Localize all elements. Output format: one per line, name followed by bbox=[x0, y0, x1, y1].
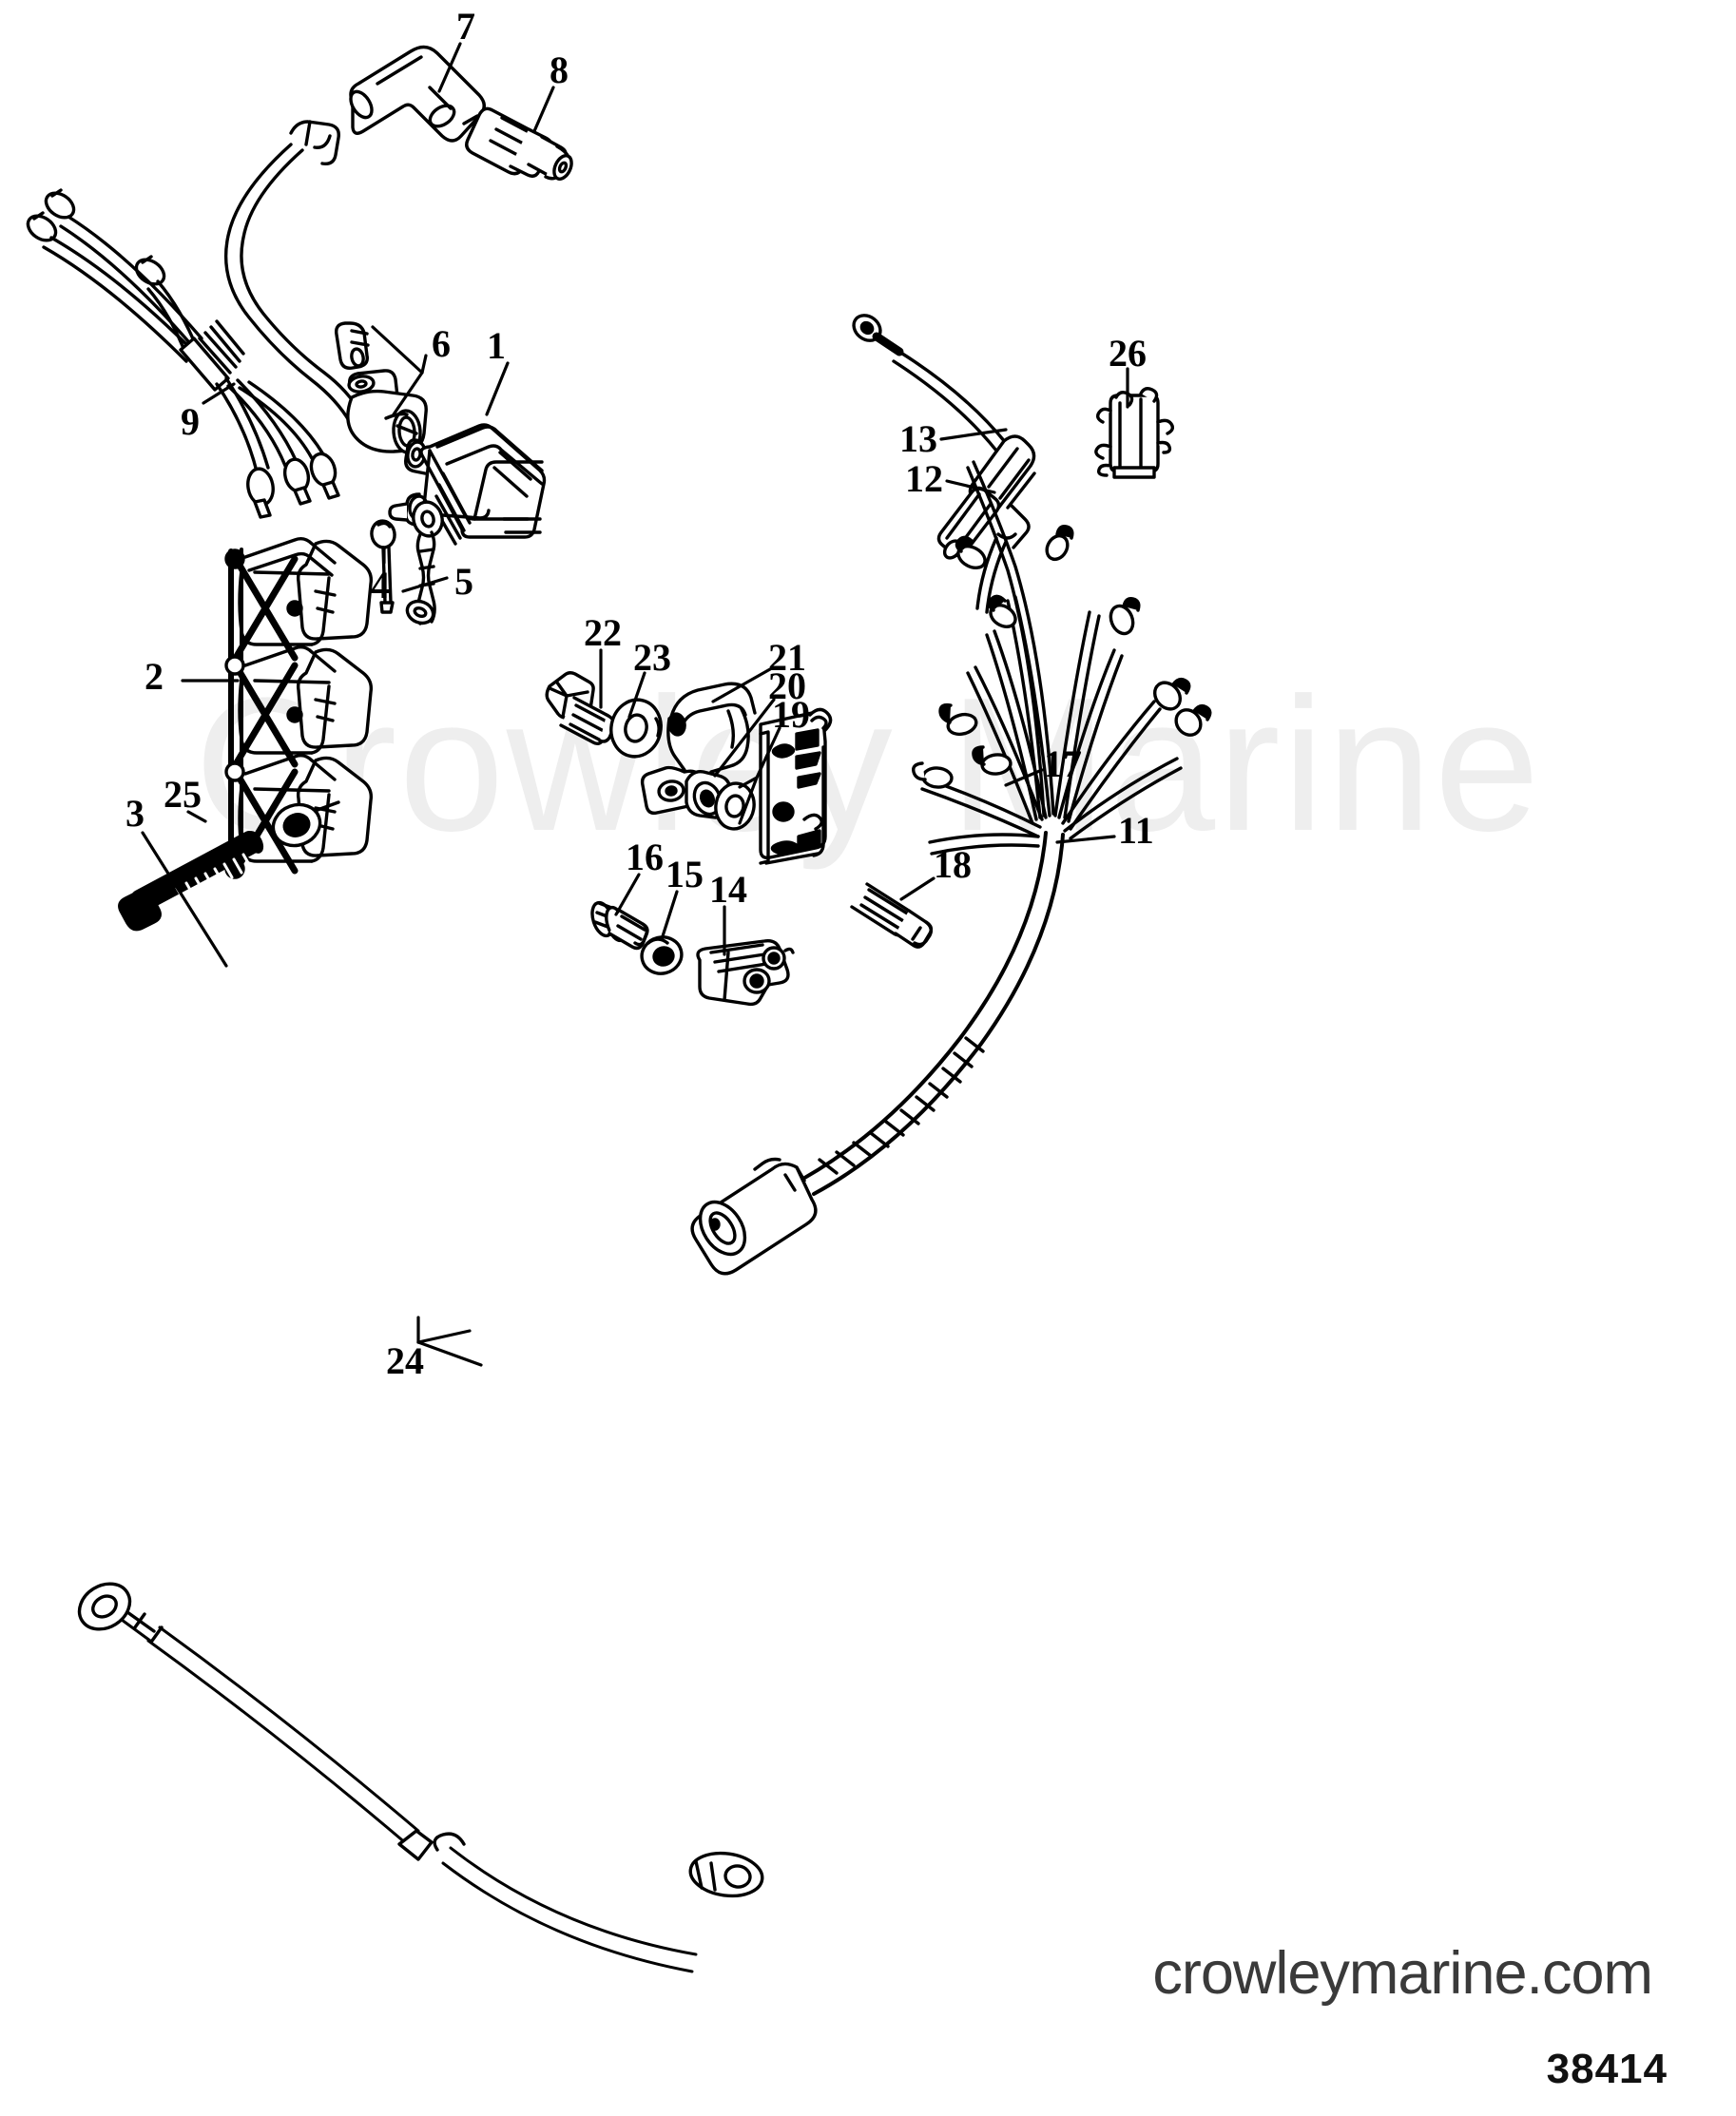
callout-18[interactable]: 18 bbox=[934, 843, 972, 886]
callout-17[interactable]: 17 bbox=[1044, 742, 1082, 785]
callout-24[interactable]: 24 bbox=[386, 1339, 424, 1382]
callout-20[interactable]: 20 bbox=[768, 664, 806, 707]
callout-2[interactable]: 2 bbox=[145, 655, 164, 698]
callout-1[interactable]: 1 bbox=[487, 324, 506, 367]
callout-21[interactable]: 21 bbox=[768, 636, 806, 679]
callout-22[interactable]: 22 bbox=[584, 611, 622, 654]
part-hex-bolt bbox=[545, 671, 617, 746]
part-spark-plug-wire bbox=[223, 120, 370, 424]
callout-9[interactable]: 9 bbox=[181, 400, 200, 443]
part-flat-washer-large bbox=[609, 698, 663, 759]
part-screw-small bbox=[590, 900, 649, 951]
leader-lines bbox=[141, 42, 1129, 1367]
callout-5[interactable]: 5 bbox=[454, 560, 473, 603]
callout-6[interactable]: 6 bbox=[432, 322, 451, 365]
callout-25[interactable]: 25 bbox=[164, 773, 202, 816]
part-cable-clamp-block bbox=[696, 938, 795, 1007]
callout-4[interactable]: 4 bbox=[371, 564, 390, 606]
callout-11[interactable]: 11 bbox=[1118, 809, 1154, 852]
callout-14[interactable]: 14 bbox=[709, 868, 747, 911]
callout-3[interactable]: 3 bbox=[125, 792, 145, 835]
part-ground-lead-assembly bbox=[405, 500, 444, 625]
part-switch-box bbox=[388, 423, 547, 546]
part-ground-lead-terminal bbox=[370, 519, 396, 614]
callout-16[interactable]: 16 bbox=[626, 836, 664, 878]
footer-website-url: crowleymarine.com bbox=[1152, 1940, 1653, 2007]
part-long-bolt bbox=[118, 831, 264, 932]
part-battery-cable-pair bbox=[77, 1582, 764, 1973]
watermark-text: Crowley Marine bbox=[194, 659, 1542, 871]
callout-8[interactable]: 8 bbox=[550, 48, 569, 91]
callout-19[interactable]: 19 bbox=[772, 693, 810, 736]
part-bracket-screw bbox=[850, 882, 934, 949]
callout-26[interactable]: 26 bbox=[1109, 332, 1147, 375]
part-spark-plug-lead-boot bbox=[349, 45, 486, 143]
part-lock-washer bbox=[271, 800, 340, 848]
part-harness-bracket bbox=[759, 707, 833, 865]
callout-12[interactable]: 12 bbox=[905, 457, 943, 500]
part-flat-washer bbox=[714, 781, 756, 831]
part-lock-washer-small bbox=[640, 935, 684, 975]
part-wiring-harness-leads bbox=[26, 188, 340, 519]
diagram-part-number: 38414 bbox=[1546, 2046, 1668, 2092]
part-spark-plug bbox=[462, 106, 573, 181]
part-main-wiring-harness bbox=[690, 460, 1212, 1276]
callout-7[interactable]: 7 bbox=[456, 5, 475, 48]
callout-15[interactable]: 15 bbox=[665, 853, 704, 895]
callout-13[interactable]: 13 bbox=[899, 417, 937, 460]
part-rectifier bbox=[1094, 386, 1175, 479]
callout-23[interactable]: 23 bbox=[633, 636, 671, 679]
